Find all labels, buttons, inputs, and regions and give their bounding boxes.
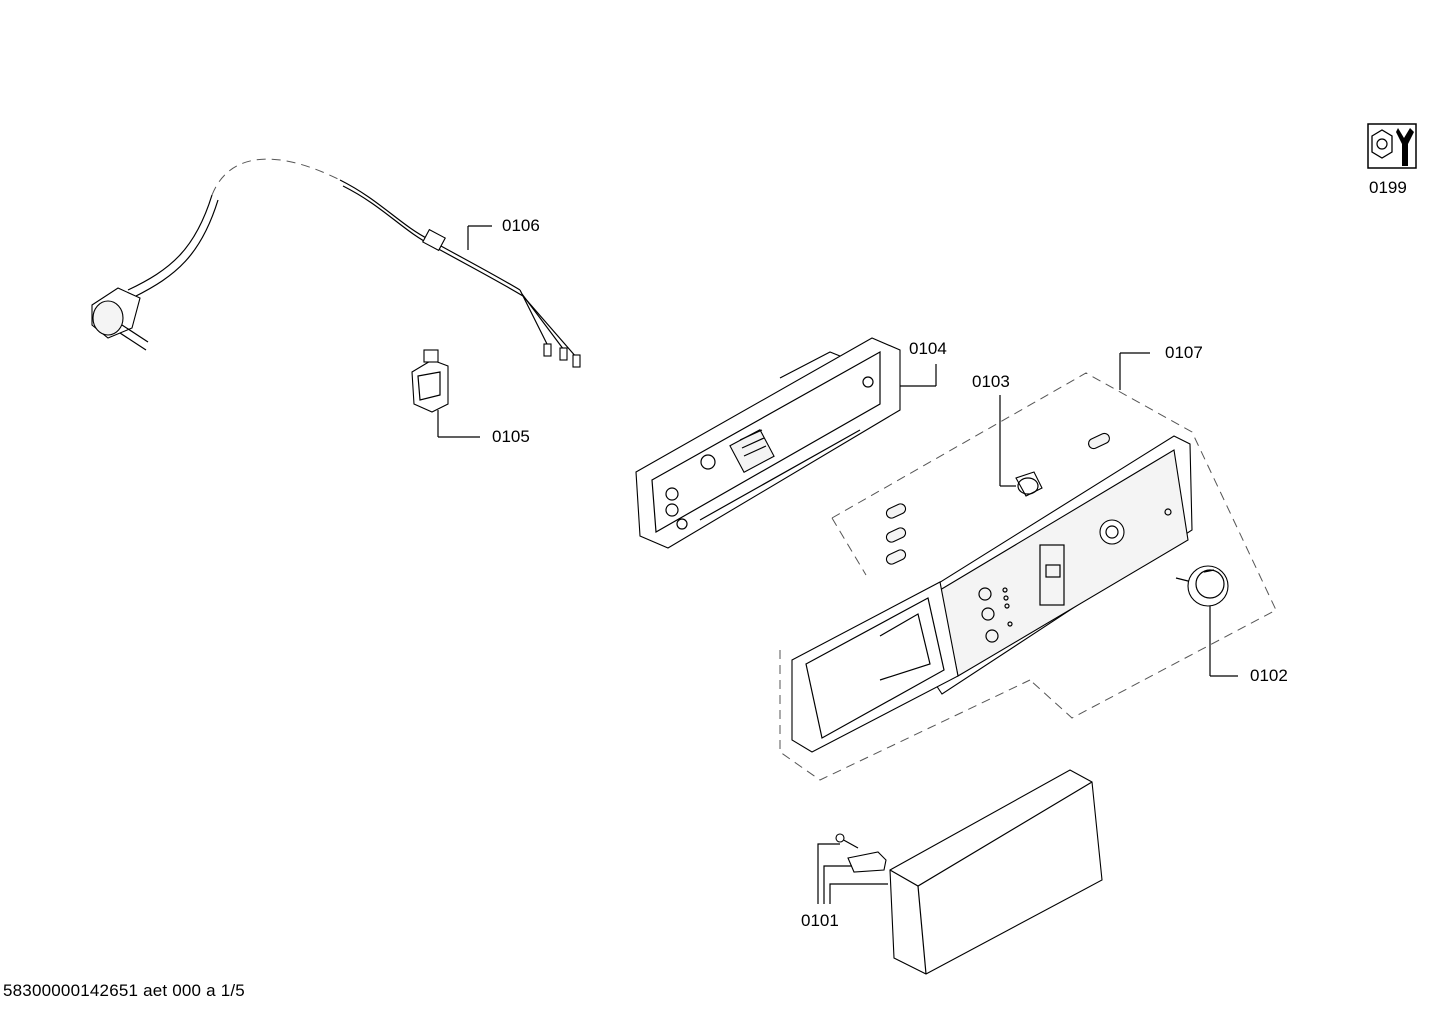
drawer-handle-part [835, 769, 1103, 975]
wrench-nut-icon [1367, 123, 1417, 169]
interference-filter-part [411, 349, 449, 413]
callout-0103: 0103 [972, 372, 1010, 391]
light-guide-part [1015, 471, 1043, 497]
leader-0101-c [829, 883, 888, 904]
leader-0101-b [823, 865, 852, 904]
callout-0104: 0104 [909, 339, 947, 358]
selector-knob-part [1175, 565, 1229, 607]
electronic-module-part [635, 337, 901, 549]
callout-0107: 0107 [1165, 343, 1203, 362]
leader-0101-a [817, 843, 840, 904]
callout-0199: 0199 [1369, 178, 1407, 197]
control-panel-assembly-part [779, 372, 1277, 781]
power-cable-part [91, 158, 581, 368]
document-id-footer: 58300000142651 aet 000 a 1/5 [3, 981, 245, 1000]
callout-0106: 0106 [502, 216, 540, 235]
callout-0105: 0105 [492, 427, 530, 446]
callout-0101: 0101 [801, 911, 839, 930]
callout-0102: 0102 [1250, 666, 1288, 685]
